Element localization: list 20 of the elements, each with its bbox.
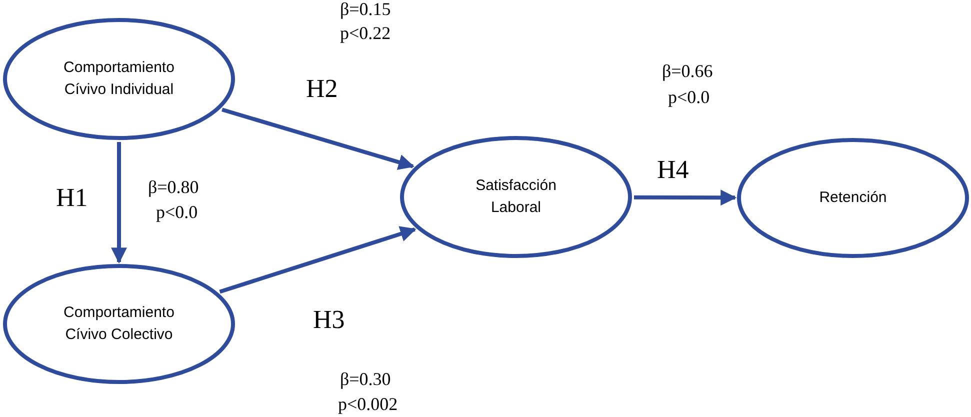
ellipse-node — [3, 264, 235, 384]
statistic-label: p<0.0 — [156, 201, 198, 223]
node-label: Satisfacción Laboral — [474, 176, 558, 218]
arrow — [111, 142, 127, 264]
arrow — [634, 190, 737, 206]
ellipse-node — [3, 18, 235, 140]
arrow — [219, 226, 416, 294]
statistic-label: p<0.22 — [340, 22, 391, 44]
node-label: Comportamiento Cívivo Colectivo — [62, 303, 176, 345]
ellipse-node — [737, 138, 969, 258]
arrow — [222, 108, 414, 170]
statistic-label: β=0.30 — [340, 368, 391, 390]
statistic-label: p<0.002 — [338, 393, 398, 415]
ellipse-node — [400, 136, 632, 258]
node-label: Retención — [818, 188, 888, 208]
statistic-label: β=0.80 — [148, 176, 199, 198]
node-label: Comportamiento Cívivo Individual — [62, 58, 176, 100]
statistic-label: β=0.66 — [662, 60, 713, 82]
statistic-label: β=0.15 — [340, 0, 391, 20]
statistic-label: p<0.0 — [668, 86, 710, 108]
